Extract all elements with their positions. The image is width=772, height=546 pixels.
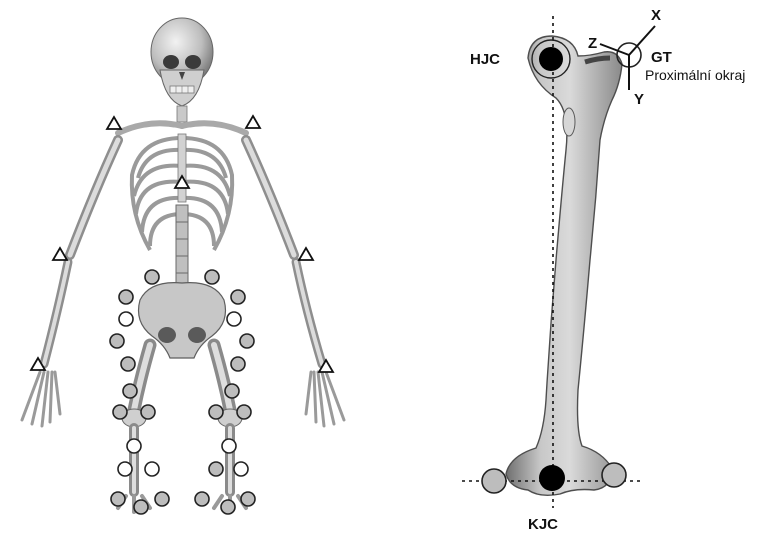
left-arm	[22, 140, 118, 426]
marker-circle-white	[119, 312, 133, 326]
axis-y-label: Y	[634, 91, 644, 108]
lateral-epicondyle-marker	[482, 469, 506, 493]
axis-z-label: Z	[588, 35, 597, 52]
marker-circle-grey	[241, 492, 255, 506]
marker-circle-grey	[209, 462, 223, 476]
hip-joint-centre-marker	[539, 47, 563, 71]
marker-circle-grey	[141, 405, 155, 419]
axis-x-label: X	[651, 7, 661, 24]
marker-circle-grey	[145, 270, 159, 284]
kjc-label: KJC	[528, 516, 558, 533]
right-arm	[246, 140, 344, 426]
marker-circle-grey	[195, 492, 209, 506]
right-clavicle	[182, 123, 246, 133]
marker-circle-grey	[121, 357, 135, 371]
marker-circle-white	[227, 312, 241, 326]
marker-circle-grey	[113, 405, 127, 419]
left-clavicle	[118, 123, 182, 133]
marker-circle-grey	[205, 270, 219, 284]
cervical-spine	[177, 106, 187, 122]
marker-triangle-left-elbow	[53, 248, 67, 260]
marker-circle-grey	[231, 357, 245, 371]
femur-illustration	[506, 36, 622, 495]
marker-circle-grey	[209, 405, 223, 419]
skeleton-illustration	[22, 18, 344, 512]
marker-circle-grey	[111, 492, 125, 506]
gt-label: GT	[651, 49, 672, 66]
marker-circle-grey	[237, 405, 251, 419]
marker-triangle-right-shoulder	[246, 116, 260, 128]
femur-bone	[506, 36, 622, 495]
marker-circle-white	[118, 462, 132, 476]
proximal-edge-label: Proximální okraj	[645, 67, 745, 83]
marker-circle-grey	[119, 290, 133, 304]
marker-circle-grey	[155, 492, 169, 506]
hjc-label: HJC	[470, 51, 500, 68]
marker-circle-white	[145, 462, 159, 476]
marker-circle-white	[234, 462, 248, 476]
skull	[151, 18, 213, 106]
marker-circle-grey	[110, 334, 124, 348]
left-leg	[118, 345, 150, 512]
marker-circle-grey	[225, 384, 239, 398]
marker-circle-grey	[134, 500, 148, 514]
marker-circle-white	[127, 439, 141, 453]
lumbar-spine	[176, 205, 188, 290]
knee-joint-centre-marker	[539, 465, 565, 491]
marker-circle-grey	[221, 500, 235, 514]
marker-triangle-left-shoulder	[107, 117, 121, 129]
sternum	[178, 134, 186, 202]
marker-triangle-right-elbow	[299, 248, 313, 260]
marker-circle-grey	[231, 290, 245, 304]
medial-epicondyle-marker	[602, 463, 626, 487]
marker-circle-grey	[123, 384, 137, 398]
marker-circle-white	[222, 439, 236, 453]
marker-circle-grey	[240, 334, 254, 348]
